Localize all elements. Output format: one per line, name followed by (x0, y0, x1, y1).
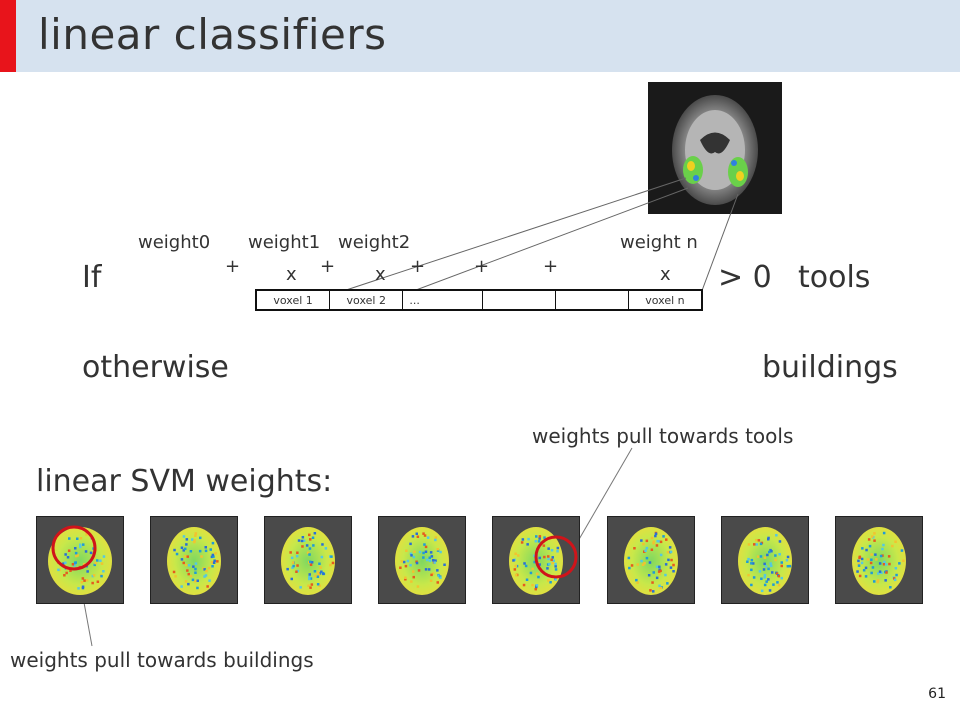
voxel-cell: ... (403, 291, 483, 309)
slide-number: 61 (928, 686, 946, 702)
if-label: If (82, 260, 102, 295)
svm-weight-brain-image (607, 516, 695, 604)
plus-sign: + (543, 256, 559, 277)
tools-label: tools (798, 260, 871, 295)
voxel-cell: voxel n (645, 293, 685, 307)
svm-weight-brain-image (264, 516, 352, 604)
svm-weight-brain-image (150, 516, 238, 604)
svm-weight-brain-image (378, 516, 466, 604)
tools-pointer-line (573, 447, 633, 549)
voxel-cell: voxel 2 (330, 291, 404, 309)
voxel-table: voxel 1 voxel 2 ... voxel n (255, 289, 703, 311)
plus-sign: + (474, 256, 490, 277)
weight1-label: weight1 (248, 232, 321, 253)
comparison-label: > 0 (718, 260, 772, 295)
plus-sign: + (320, 256, 336, 277)
buildings-label: buildings (762, 350, 898, 385)
times-sign: x (660, 264, 671, 285)
svm-weight-brain-image (36, 516, 124, 604)
times-sign: x (375, 264, 386, 285)
tools-annotation: weights pull towards tools (532, 424, 794, 448)
slide-title: linear classifiers (38, 10, 387, 59)
otherwise-label: otherwise (82, 350, 229, 385)
voxel-cell (556, 291, 629, 309)
tools-highlight-circle (534, 535, 578, 579)
svm-weight-brain-image (721, 516, 809, 604)
voxel-cell: voxel 1 (257, 291, 331, 309)
title-bar (0, 0, 960, 72)
plus-sign: + (225, 256, 241, 277)
times-sign: x (286, 264, 297, 285)
plus-sign: + (410, 256, 426, 277)
title-accent (0, 0, 16, 72)
svm-heading: linear SVM weights: (36, 464, 333, 499)
brain-scan-image (648, 82, 782, 214)
weight-n-label: weight n (620, 232, 698, 253)
voxel-connector-lines (327, 177, 739, 297)
buildings-annotation: weights pull towards buildings (10, 648, 314, 672)
weight2-label: weight2 (338, 232, 411, 253)
buildings-highlight-circle (51, 525, 97, 571)
weight0-label: weight0 (138, 232, 211, 253)
svm-weight-brain-image (835, 516, 923, 604)
voxel-cell (483, 291, 556, 309)
